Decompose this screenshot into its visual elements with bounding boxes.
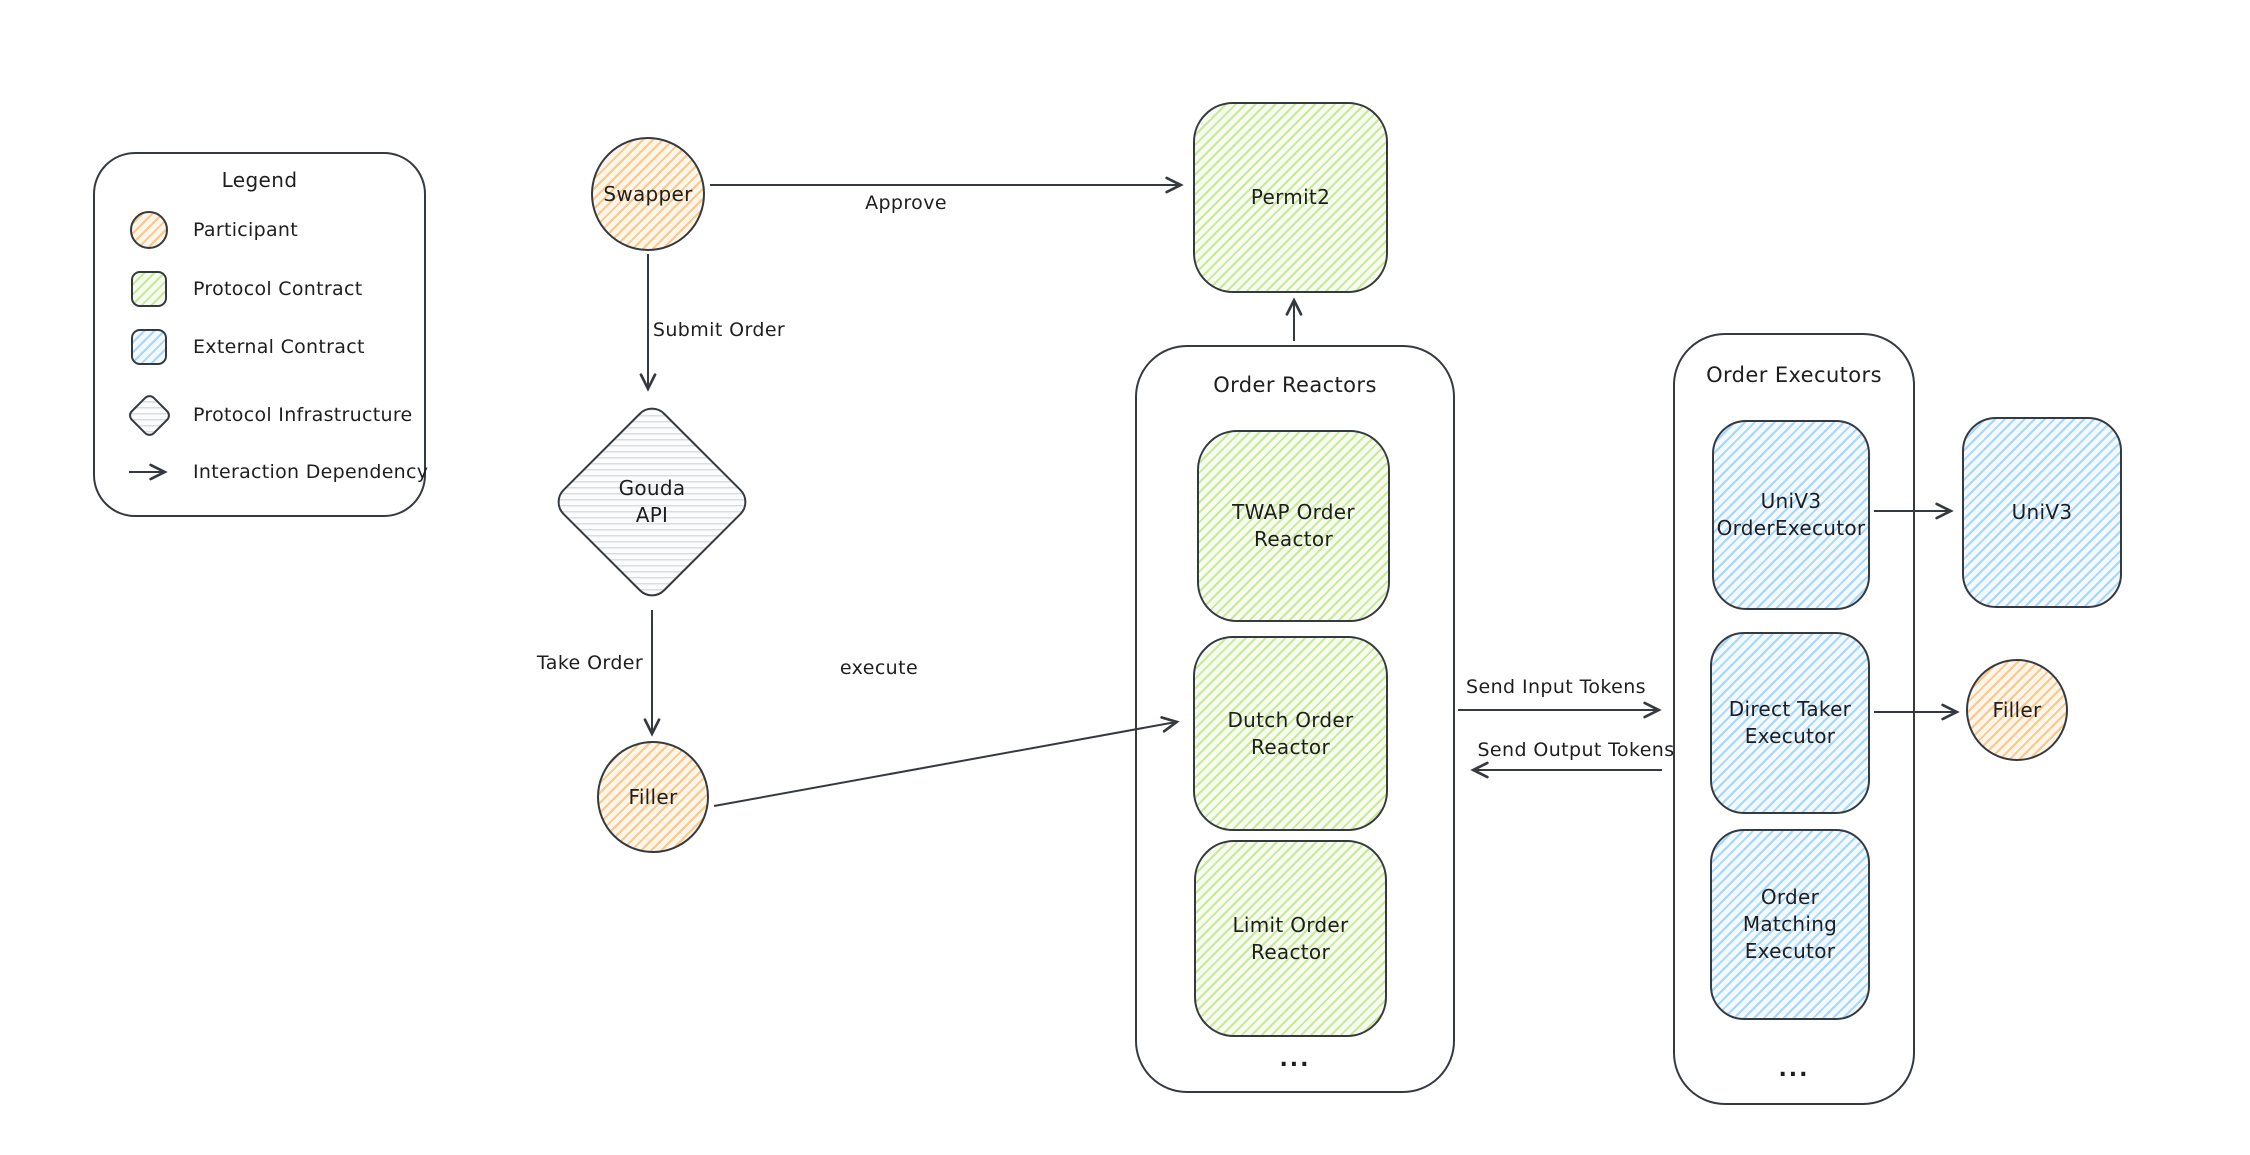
edge-label-submit-order: Submit Order — [652, 319, 786, 341]
more-reactors-ellipsis: ... — [1279, 1047, 1311, 1072]
group-title: Order Executors — [1706, 363, 1882, 387]
node-label: Filler — [628, 784, 678, 809]
node-gouda-api: Gouda API — [550, 400, 754, 604]
node-limit-order-reactor: Limit Order Reactor — [1194, 840, 1387, 1037]
node-label: UniV3 — [2011, 500, 2073, 524]
infrastructure-swatch-icon — [125, 391, 173, 439]
legend-title: Legend — [221, 168, 298, 192]
legend-item-protocol-infrastructure: Protocol Infrastructure — [125, 391, 415, 439]
legend-item-label: External Contract — [193, 336, 365, 358]
node-univ3-order-executor: UniV3 OrderExecutor — [1712, 420, 1870, 610]
more-executors-ellipsis: ... — [1778, 1057, 1810, 1082]
node-label: Dutch Order Reactor — [1227, 707, 1354, 759]
node-swapper: Swapper — [591, 137, 705, 251]
node-label: Filler — [1992, 697, 2042, 722]
edge-label-send-input-tokens: Send Input Tokens — [1466, 676, 1646, 698]
group-order-reactors: Order Reactors TWAP Order Reactor Dutch … — [1135, 345, 1455, 1093]
edge-label-execute: execute — [839, 657, 919, 679]
node-label: Order Matching Executor — [1742, 885, 1838, 963]
protocol-contract-swatch-icon — [131, 271, 167, 307]
group-order-executors: Order Executors UniV3 OrderExecutor Dire… — [1673, 333, 1915, 1105]
node-label: Direct Taker Executor — [1728, 697, 1852, 748]
edge-label-send-output-tokens: Send Output Tokens — [1477, 739, 1675, 761]
arrow-swatch-icon — [129, 463, 168, 481]
node-label: Limit Order Reactor — [1232, 912, 1349, 964]
node-twap-order-reactor: TWAP Order Reactor — [1197, 430, 1390, 622]
node-label: UniV3 OrderExecutor — [1716, 489, 1866, 540]
legend-item-participant: Participant — [125, 206, 415, 254]
edge-label-take-order: Take Order — [536, 652, 644, 674]
node-order-matching-executor: Order Matching Executor — [1710, 829, 1870, 1020]
legend-item-interaction-dependency: Interaction Dependency — [125, 448, 428, 496]
node-filler-left: Filler — [597, 741, 709, 853]
edge-execute — [713, 716, 1180, 807]
node-filler-right: Filler — [1966, 659, 2068, 761]
legend-item-label: Participant — [193, 219, 299, 241]
group-title: Order Reactors — [1213, 373, 1377, 397]
edge-label-approve: Approve — [865, 192, 947, 214]
legend-item-external-contract: External Contract — [125, 323, 415, 371]
node-label: TWAP Order Reactor — [1232, 500, 1355, 551]
node-label: Gouda API — [618, 476, 686, 527]
node-dutch-order-reactor: Dutch Order Reactor — [1193, 636, 1388, 831]
node-univ3: UniV3 — [1962, 417, 2122, 608]
external-contract-swatch-icon — [131, 329, 167, 365]
node-permit2: Permit2 — [1193, 102, 1388, 293]
node-label: Swapper — [603, 181, 693, 206]
legend-item-protocol-contract: Protocol Contract — [125, 265, 415, 313]
legend-item-label: Protocol Contract — [193, 278, 363, 300]
legend-box: Legend Participant Protocol Contract Ext… — [93, 152, 428, 517]
node-label: Permit2 — [1250, 185, 1331, 209]
participant-swatch-icon — [130, 211, 168, 249]
legend-item-label: Interaction Dependency — [193, 461, 429, 483]
legend-item-label: Protocol Infrastructure — [193, 404, 413, 426]
node-direct-taker-executor: Direct Taker Executor — [1710, 632, 1870, 814]
